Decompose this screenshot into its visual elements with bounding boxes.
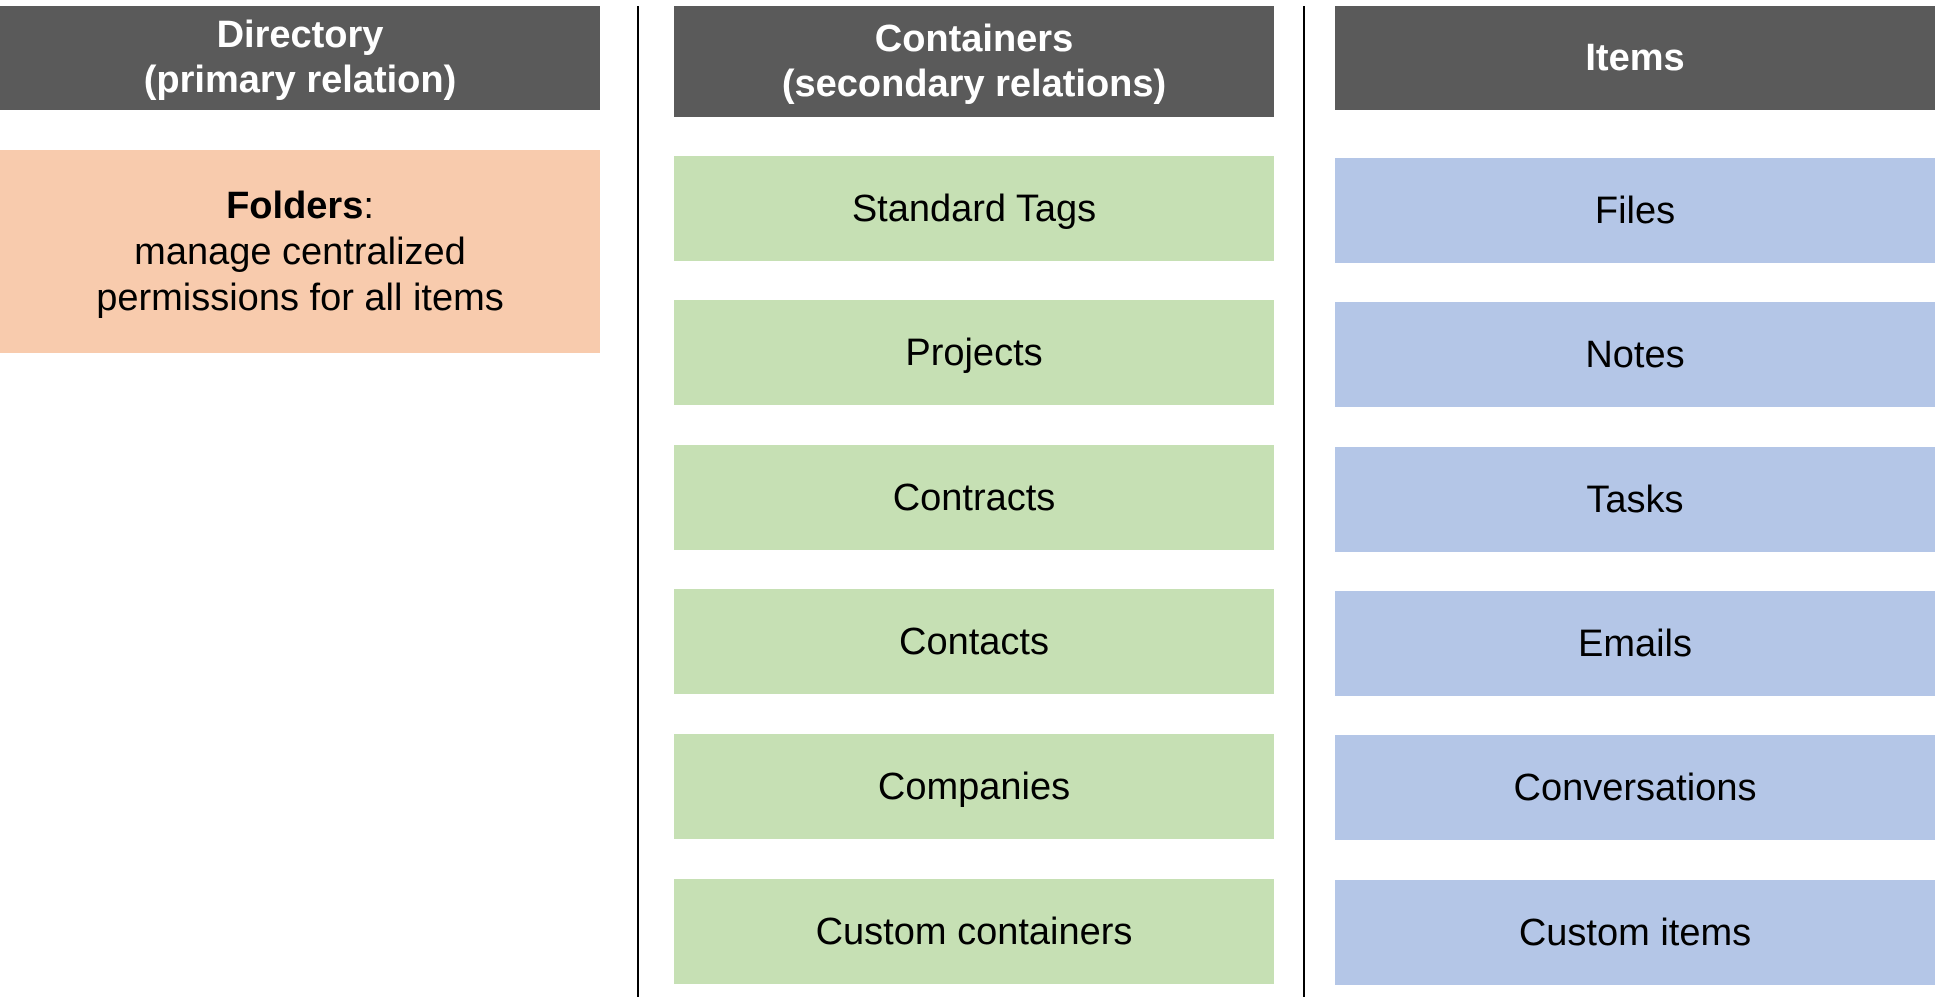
column-divider-left <box>637 6 639 997</box>
directory-header-title: Directory <box>216 14 384 56</box>
container-contracts: Contracts <box>674 445 1274 550</box>
containers-header-title: Containers <box>874 17 1074 60</box>
items-header-title: Items <box>1585 36 1685 79</box>
column-divider-right <box>1303 6 1305 997</box>
item-custom-items: Custom items <box>1335 880 1935 985</box>
containers-header: Containers (secondary relations) <box>674 6 1274 117</box>
folders-description-line1: manage centralized <box>134 230 466 273</box>
item-conversations: Conversations <box>1335 735 1935 840</box>
folders-colon: : <box>363 184 374 227</box>
containers-header-subtitle: (secondary relations) <box>781 62 1167 105</box>
item-tasks: Tasks <box>1335 447 1935 552</box>
container-custom-containers: Custom containers <box>674 879 1274 984</box>
directory-header: Directory (primary relation) <box>0 6 600 110</box>
folders-description-line2: permissions for all items <box>96 276 504 319</box>
container-projects: Projects <box>674 300 1274 405</box>
container-companies: Companies <box>674 734 1274 839</box>
container-standard-tags: Standard Tags <box>674 156 1274 261</box>
folders-box: Folders: manage centralized permissions … <box>0 150 600 353</box>
item-notes: Notes <box>1335 302 1935 407</box>
directory-header-subtitle: (primary relation) <box>143 59 457 101</box>
item-files: Files <box>1335 158 1935 263</box>
folders-title-line: Folders: <box>226 183 374 229</box>
folders-title: Folders <box>226 184 364 227</box>
container-contacts: Contacts <box>674 589 1274 694</box>
items-header: Items <box>1335 6 1935 110</box>
item-emails: Emails <box>1335 591 1935 696</box>
